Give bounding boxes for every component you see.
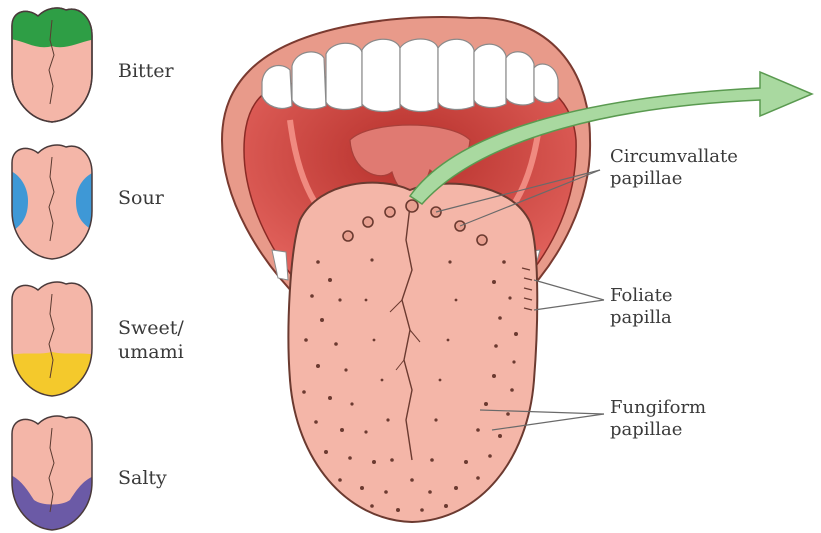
label-circumvallate-2: papillae [610,168,682,190]
mini-tongue-sour [0,145,110,259]
label-sweet: Sweet/ [118,316,184,340]
bitter-zone [0,0,110,47]
label-salty: Salty [118,466,167,490]
tongue [288,183,537,522]
label-foliate-2: papilla [610,307,672,329]
label-foliate-1: Foliate [610,285,672,307]
label-fungiform-1: Fungiform [610,397,706,419]
mini-tongue-salty [0,416,110,533]
label-circumvallate-1: Circumvallate [610,146,738,168]
mouth-illustration [222,17,590,522]
label-umami: umami [118,340,184,364]
label-fungiform-2: papillae [610,419,682,441]
mini-tongue-sweet [0,282,110,404]
mini-tongue-bitter [0,0,110,122]
label-sour: Sour [118,186,164,210]
label-bitter: Bitter [118,59,174,83]
